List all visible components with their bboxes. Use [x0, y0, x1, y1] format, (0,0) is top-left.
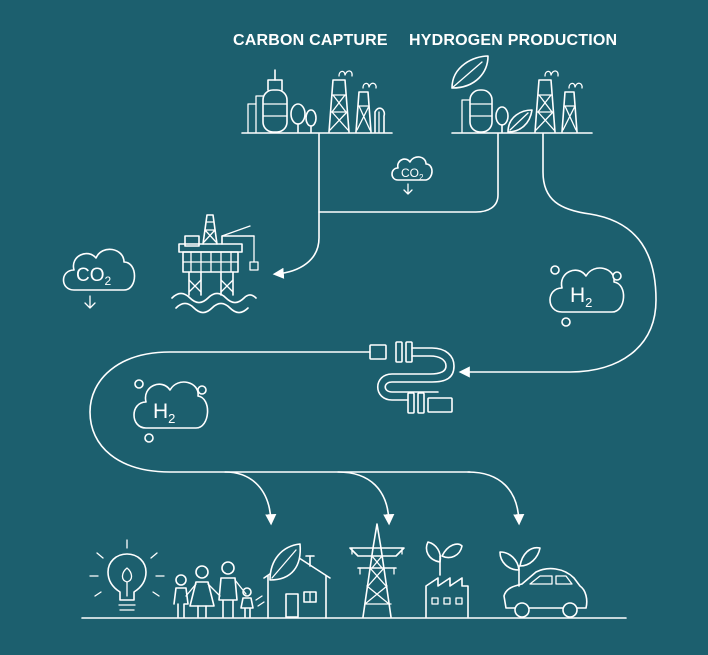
pipeline-icon [369, 341, 455, 414]
family-icon [173, 561, 265, 618]
electric-car-icon [499, 546, 588, 618]
h2-to-pipeline-arrow [458, 133, 657, 378]
co2-cloud-small: CO2 [391, 156, 433, 195]
h2-cloud-left: H2 [133, 379, 209, 443]
co2-large-label: CO2 [76, 265, 112, 288]
h2-right-label: H2 [570, 284, 592, 310]
carbon-capture-title: CARBON CAPTURE [233, 32, 388, 49]
distribution-line [89, 351, 471, 473]
hydrogen-production-title: HYDROGEN PRODUCTION [409, 32, 617, 49]
carbon-capture-plant-icon [241, 69, 393, 134]
green-factory-icon [425, 541, 469, 618]
light-bulb-icon [89, 539, 165, 611]
co2-to-storage-arrow [272, 133, 320, 279]
h2-cloud-right: H2 [549, 265, 625, 327]
hydrogen-plant-icon [451, 55, 593, 134]
hydrogen-co2-line [318, 133, 499, 213]
offshore-rig-icon [171, 214, 259, 314]
branch-arrow-2 [337, 471, 395, 526]
co2-cloud-large: CO2 [62, 248, 136, 309]
green-house-icon [263, 543, 331, 619]
flow-lines [89, 133, 657, 526]
branch-arrow-1 [224, 471, 277, 526]
co2-small-label: CO2 [401, 166, 424, 182]
branch-arrow-3 [467, 471, 525, 526]
power-pylon-icon [349, 523, 405, 618]
h2-left-label: H2 [153, 400, 175, 426]
